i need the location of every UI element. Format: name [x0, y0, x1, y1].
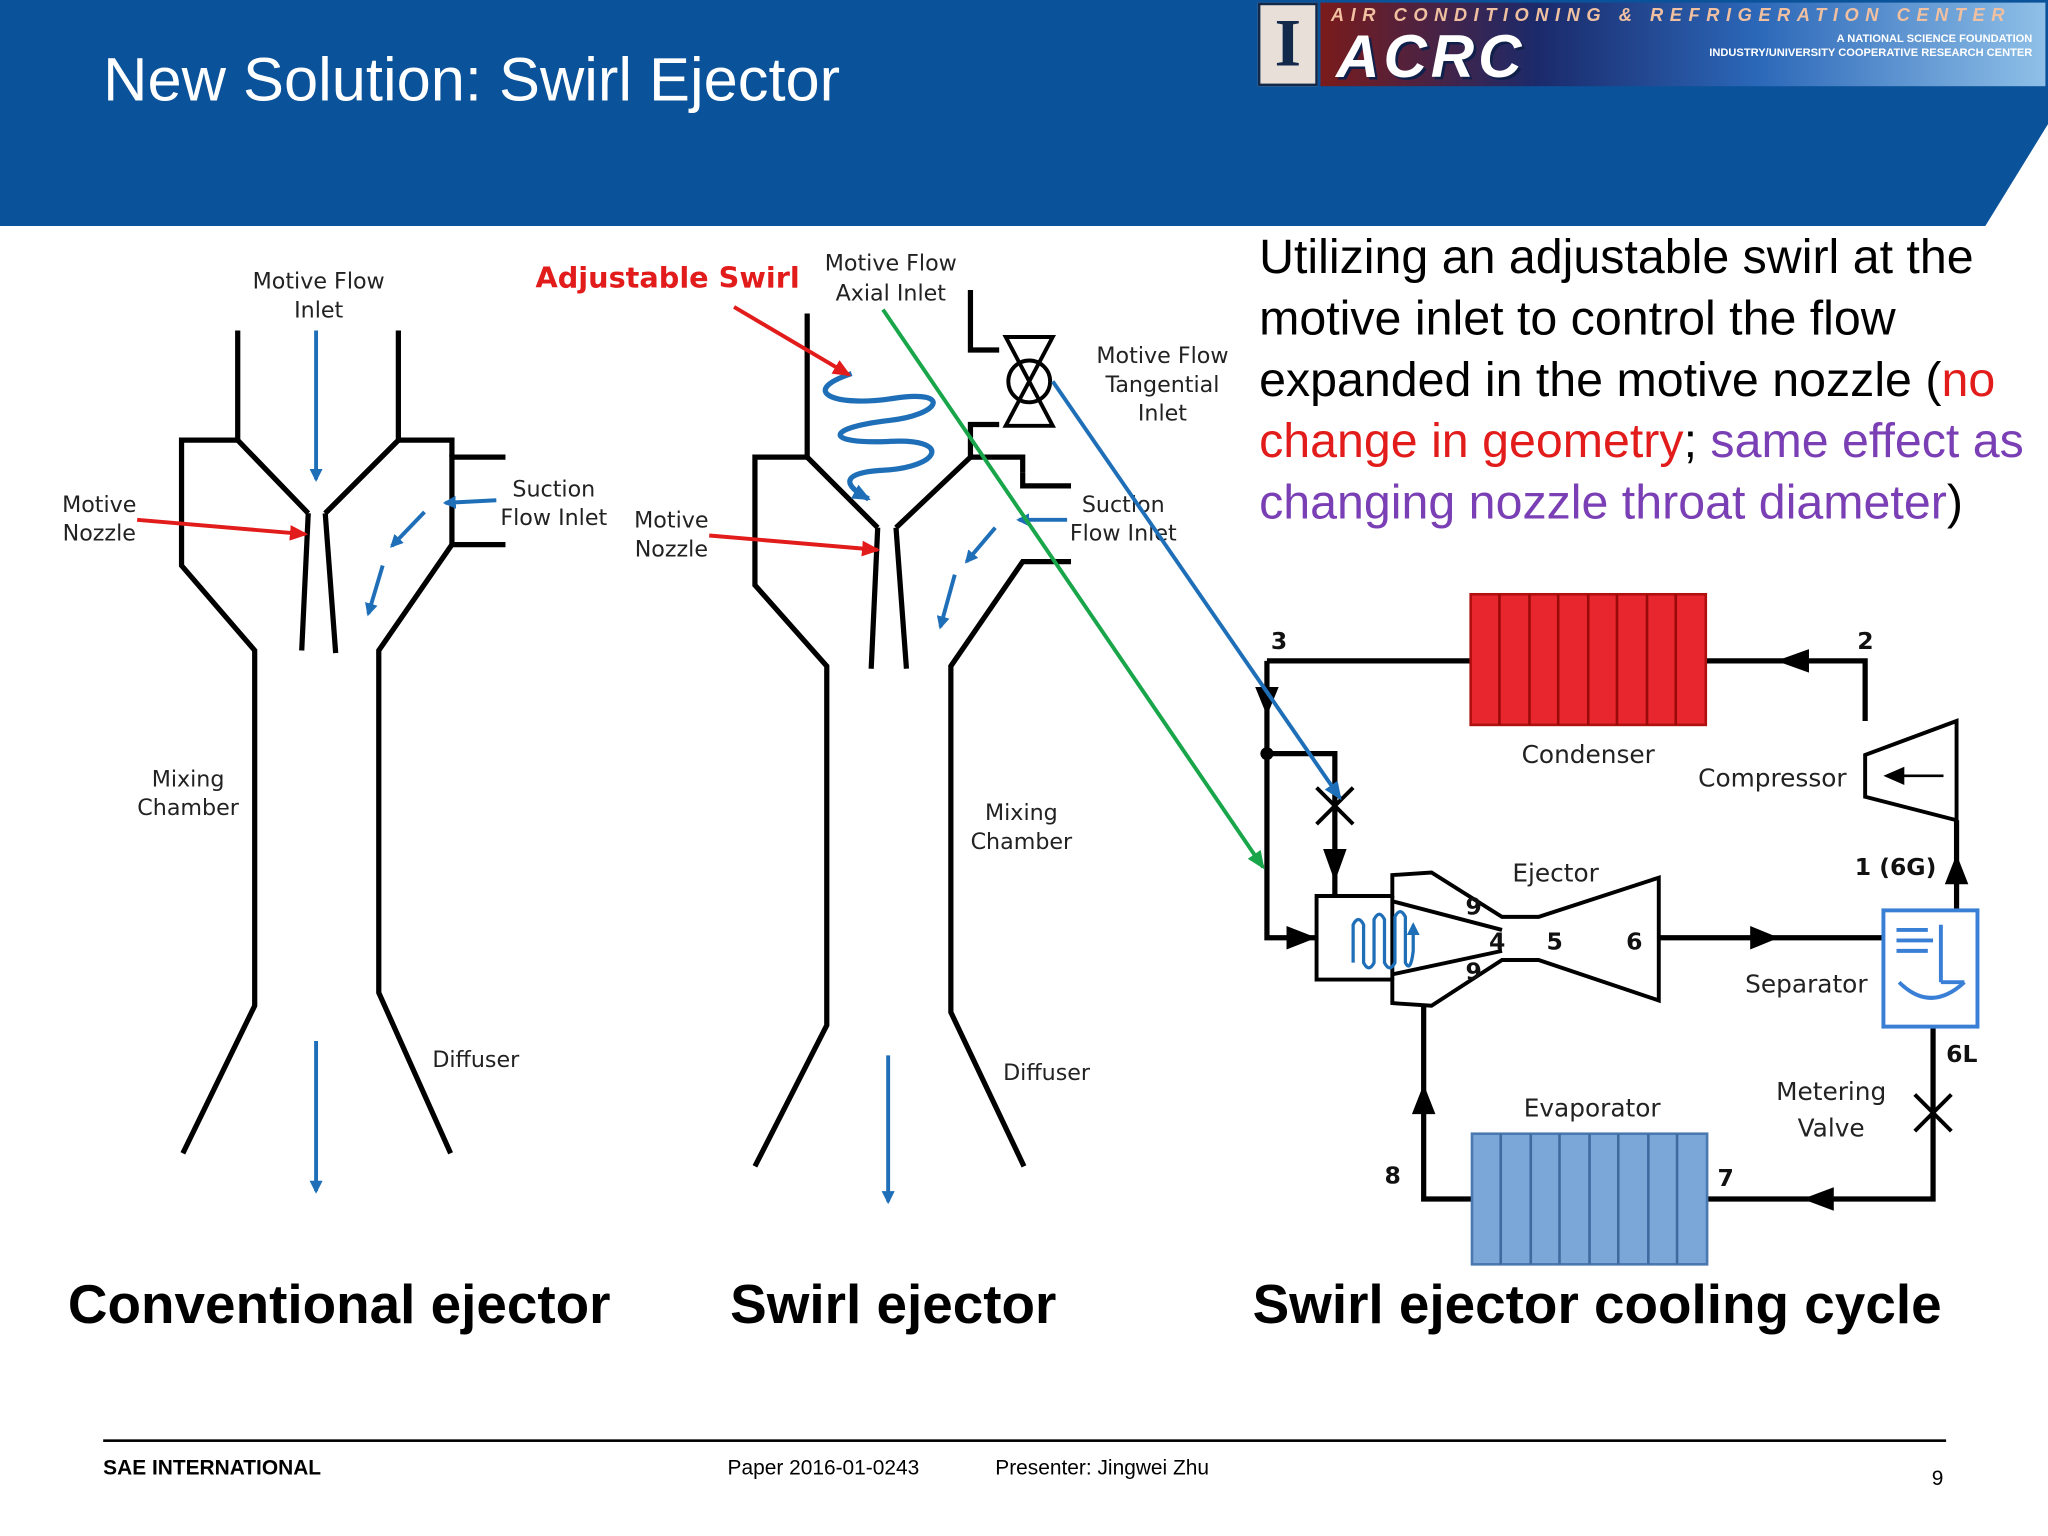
swirl-coil-icon	[822, 371, 936, 502]
description-part-1: Utilizing an adjustable swirl at the mot…	[1259, 229, 1974, 407]
acrc-banner: AIR CONDITIONING & REFRIGERATION CENTER …	[1320, 2, 2046, 90]
separator-icon	[1881, 908, 1980, 1029]
swirl-ejector-drawing	[752, 289, 1072, 1168]
state-point-4: 4	[1489, 928, 1505, 956]
description-purple-part: same effect as changing nozzle throat di…	[1259, 414, 2024, 529]
acrc-logo: I AIR CONDITIONING & REFRIGERATION CENTE…	[1257, 2, 2046, 90]
evaporator-label: Evaporator	[1524, 1094, 1662, 1123]
ejector-body-icon	[1314, 870, 1661, 1008]
evaporator-icon	[1470, 1132, 1709, 1266]
logo-top-line: AIR CONDITIONING & REFRIGERATION CENTER	[1330, 3, 2011, 25]
state-point-3: 3	[1271, 627, 1287, 655]
state-point-8: 8	[1384, 1161, 1400, 1189]
ejector-label: Ejector	[1512, 859, 1599, 888]
conventional-ejector-drawing	[178, 330, 506, 1155]
cycle-expansion-valve-icon	[1315, 786, 1355, 826]
adjustable-swirl-pointer	[733, 305, 852, 377]
condenser-icon	[1469, 592, 1708, 727]
caption-swirl: Swirl ejector	[730, 1273, 1057, 1335]
metering-valve-icon	[1913, 1093, 1953, 1133]
logo-sub-line-1: A NATIONAL SCIENCE FOUNDATION	[1836, 31, 2033, 45]
footer-paper: Paper 2016-01-0243	[727, 1457, 920, 1480]
description-separator: ;	[1683, 414, 1711, 468]
swirl-arrows	[881, 513, 1068, 1205]
conventional-arrows	[136, 330, 497, 1194]
footer-presenter: Presenter: Jingwei Zhu	[995, 1457, 1209, 1480]
swirl-motive-nozzle-pointer	[709, 533, 881, 557]
state-point-9a: 9	[1465, 892, 1481, 920]
conv-diffuser-label: Diffuser	[432, 1047, 520, 1073]
cycle-junction	[1260, 747, 1274, 761]
caption-conventional: Conventional ejector	[67, 1273, 611, 1335]
state-point-9b: 9	[1465, 958, 1481, 986]
state-point-1: 1 (6G)	[1855, 853, 1937, 881]
condenser-label: Condenser	[1522, 740, 1656, 769]
compressor-label: Compressor	[1698, 763, 1847, 792]
state-point-5: 5	[1546, 928, 1562, 956]
swirl-diffuser-label: Diffuser	[1003, 1060, 1091, 1086]
logo-acrc-text: ACRC	[1336, 22, 1526, 91]
footer-org: SAE INTERNATIONAL	[103, 1457, 322, 1480]
state-point-7: 7	[1718, 1164, 1734, 1192]
state-point-6: 6	[1626, 928, 1642, 956]
logo-sub-line-2: INDUSTRY/UNIVERSITY COOPERATIVE RESEARCH…	[1709, 45, 2033, 59]
illinois-logo-icon: I	[1257, 2, 1318, 87]
tangential-to-cycle-arrow	[1051, 380, 1342, 801]
description-end: )	[1946, 475, 1963, 529]
ejector-swirl-icon	[1351, 910, 1420, 970]
caption-cycle: Swirl ejector cooling cycle	[1252, 1273, 1942, 1335]
page-number: 9	[1931, 1468, 1944, 1491]
footer-divider	[103, 1439, 1947, 1442]
slide-title: New Solution: Swirl Ejector	[103, 44, 841, 114]
state-point-6l: 6L	[1946, 1040, 1977, 1068]
description-text: Utilizing an adjustable swirl at the mot…	[1259, 226, 2043, 533]
description-red-part: no change in geometry	[1259, 352, 1996, 468]
axial-to-cycle-arrow	[881, 308, 1265, 870]
state-point-2: 2	[1857, 627, 1873, 655]
tangential-valve-icon	[1002, 335, 1056, 428]
compressor-icon	[1863, 718, 1959, 823]
adjustable-swirl-label: Adjustable Swirl	[536, 260, 800, 294]
cycle-flow-arrows	[1255, 649, 1969, 1211]
separator-label: Separator	[1745, 970, 1868, 999]
